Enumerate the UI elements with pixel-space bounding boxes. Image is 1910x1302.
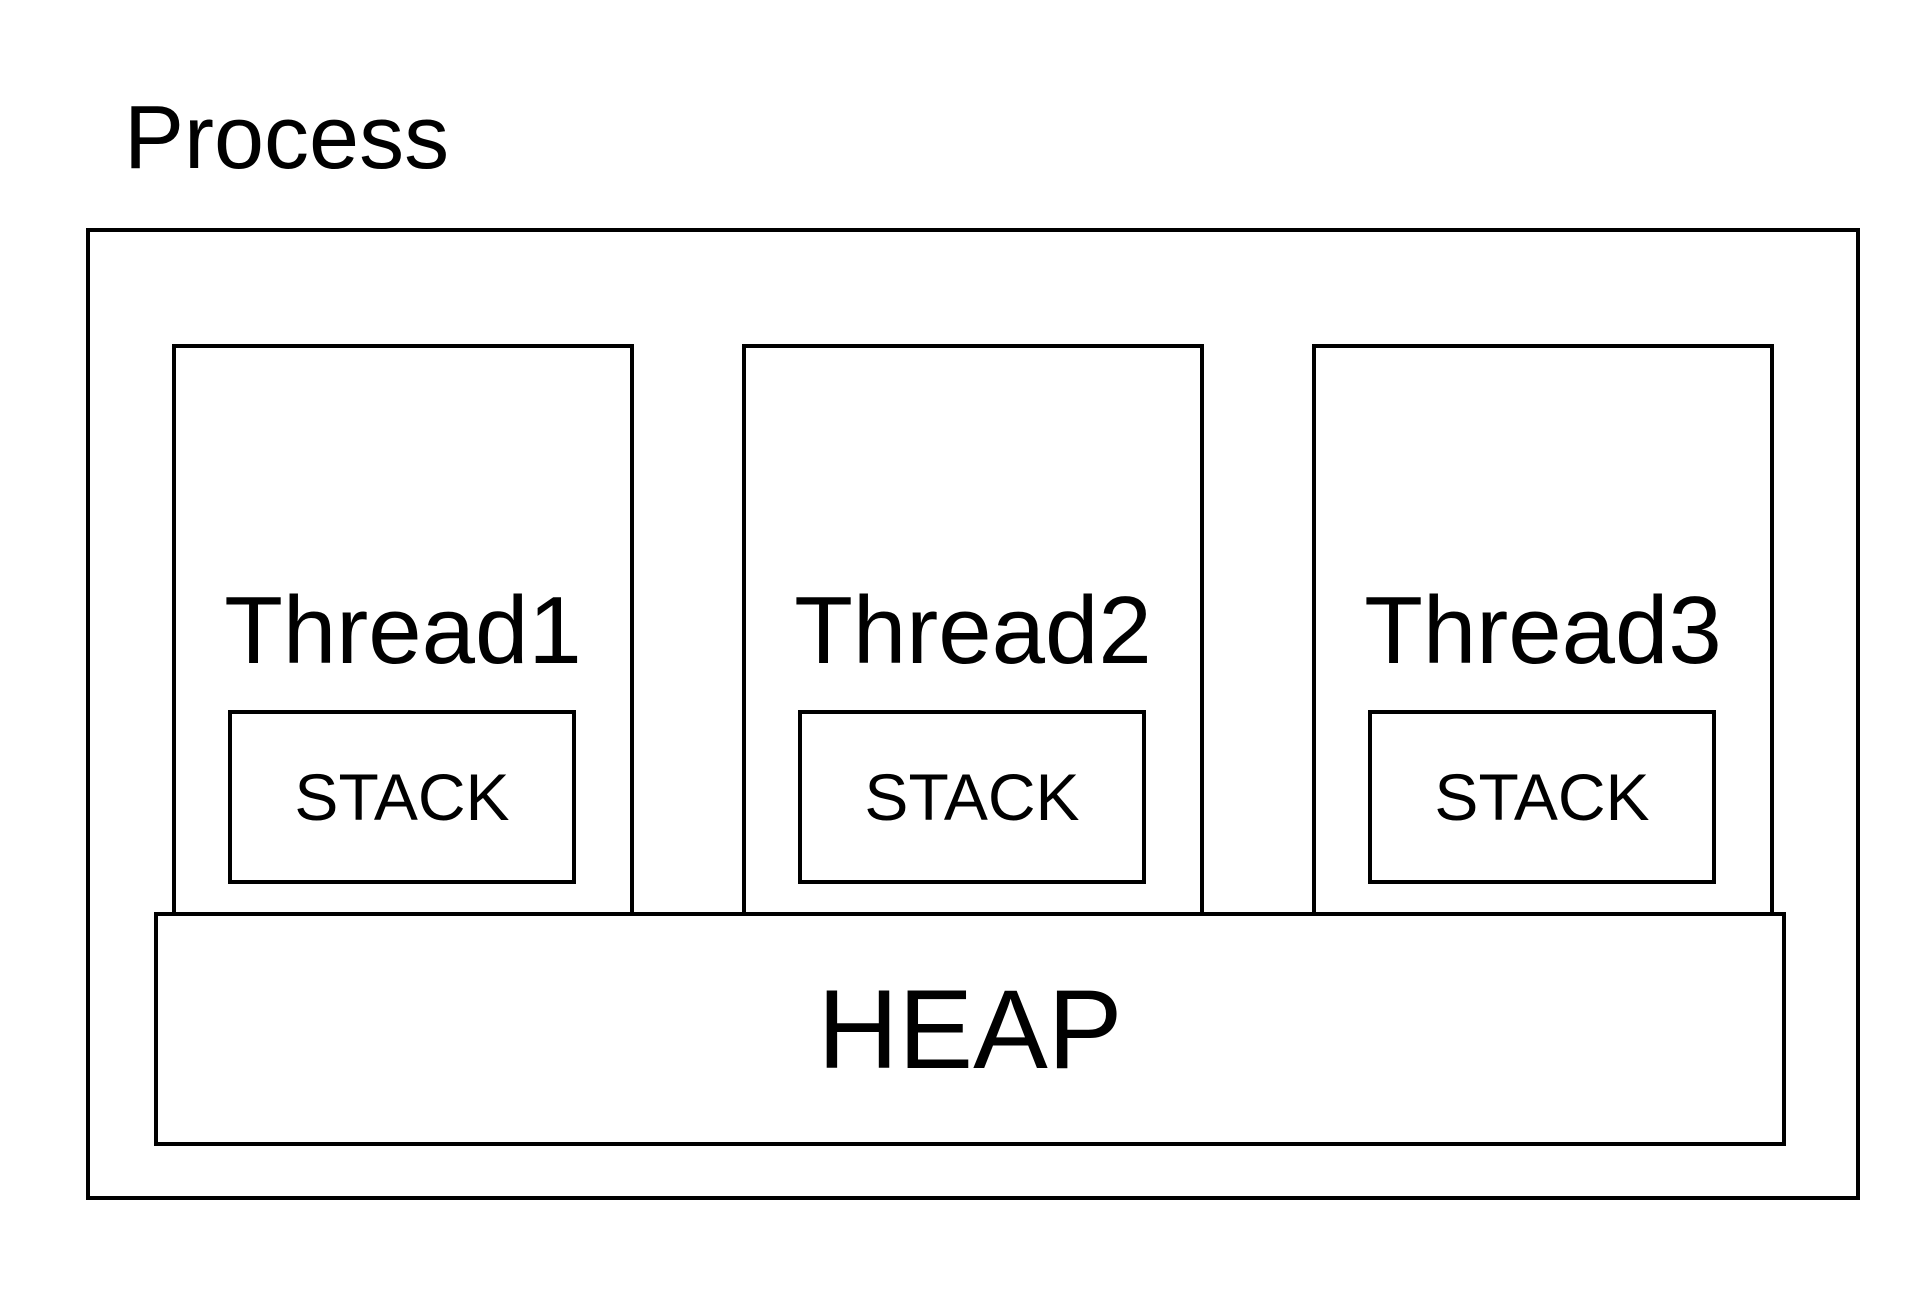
stack-box-1: STACK	[228, 710, 576, 884]
thread-box-2: Thread2 STACK	[742, 344, 1204, 918]
heap-box: HEAP	[154, 912, 1786, 1146]
process-box	[86, 228, 1860, 1200]
stack-box-2: STACK	[798, 710, 1146, 884]
process-label: Process	[124, 88, 450, 188]
thread-box-1: Thread1 STACK	[172, 344, 634, 918]
thread-label-1: Thread1	[224, 577, 582, 684]
stack-box-3: STACK	[1368, 710, 1716, 884]
thread-label-2: Thread2	[794, 577, 1152, 684]
thread-label-3: Thread3	[1364, 577, 1722, 684]
thread-box-3: Thread3 STACK	[1312, 344, 1774, 918]
